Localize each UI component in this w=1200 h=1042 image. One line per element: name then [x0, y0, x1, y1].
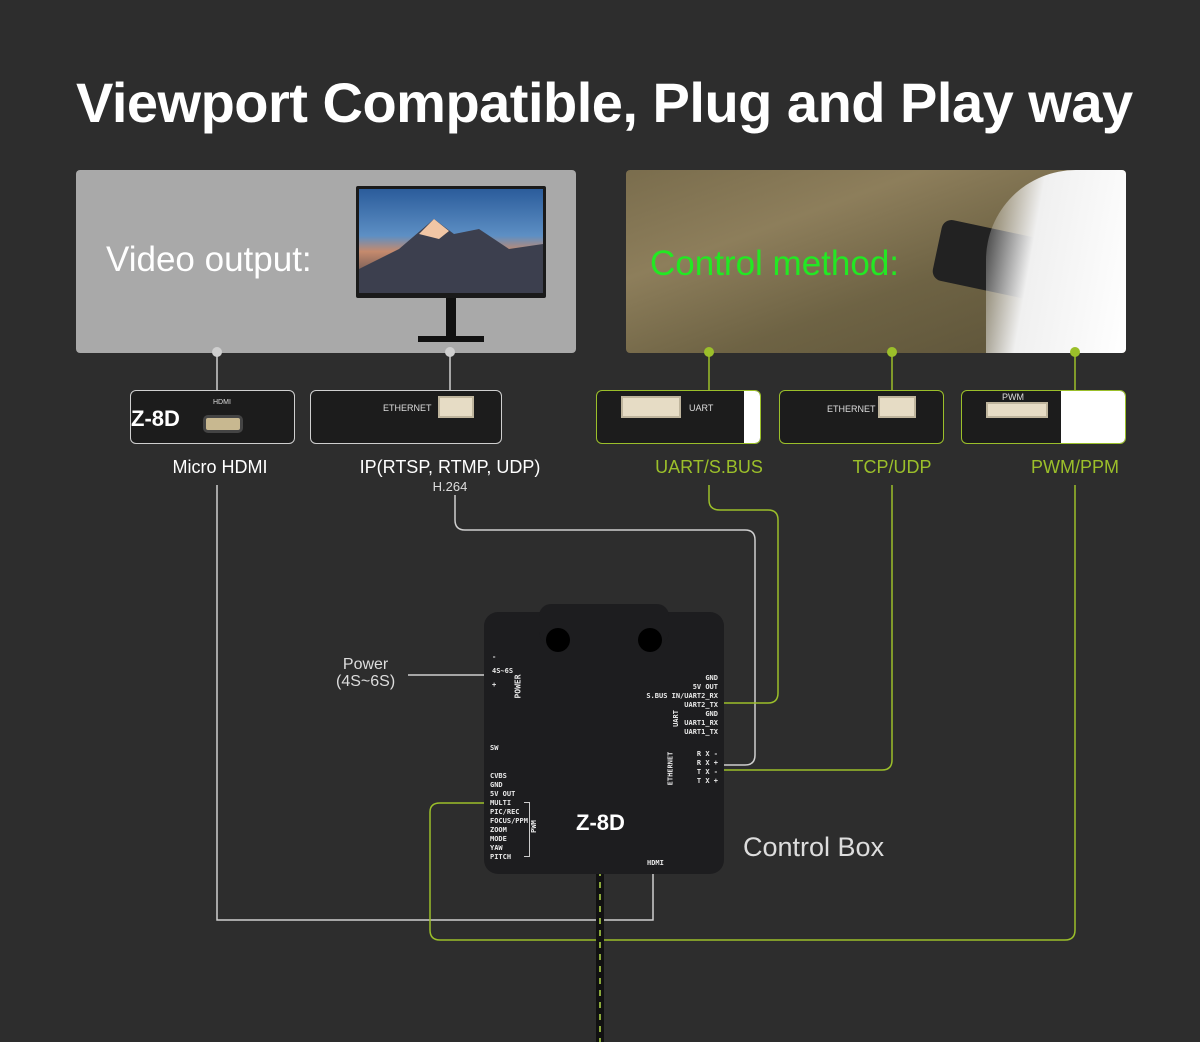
power-label: Power (4S~6S)	[336, 656, 396, 690]
video-output-label: Video output:	[106, 240, 312, 279]
control-method-panel: Control method:	[626, 170, 1126, 353]
pwm-port: PWM	[961, 390, 1126, 444]
ethernet-connector-icon	[878, 396, 916, 418]
ip-stream-label: IP(RTSP, RTMP, UDP)	[359, 457, 541, 477]
pwm-connector-icon	[986, 402, 1048, 418]
monitor-image	[356, 186, 546, 342]
page-title: Viewport Compatible, Plug and Play way	[76, 71, 1133, 134]
micro-hdmi-port: Z-8D HDMI	[130, 390, 295, 444]
ethernet-pin-list: R X -R X +T X -T X +	[696, 750, 718, 785]
model-name: Z-8D	[576, 810, 625, 835]
control-box-label: Control Box	[743, 832, 885, 862]
uart-port: UART	[596, 390, 761, 444]
ethernet-connector-icon	[438, 396, 474, 418]
control-method-label: Control method:	[650, 244, 900, 283]
ethernet-video-port: ETHERNET	[310, 390, 502, 444]
tcp-udp-label: TCP/UDP	[852, 457, 932, 477]
uart-connector-icon	[621, 396, 681, 418]
pwm-ppm-label: PWM/PPM	[1031, 457, 1119, 477]
video-output-panel: Video output:	[76, 170, 576, 353]
hdmi-connector-icon	[203, 415, 243, 433]
uart-sbus-label: UART/S.BUS	[655, 457, 763, 477]
micro-hdmi-label: Micro HDMI	[172, 457, 268, 477]
codec-label: H.264	[432, 479, 468, 494]
ethernet-control-port: ETHERNET	[779, 390, 944, 444]
